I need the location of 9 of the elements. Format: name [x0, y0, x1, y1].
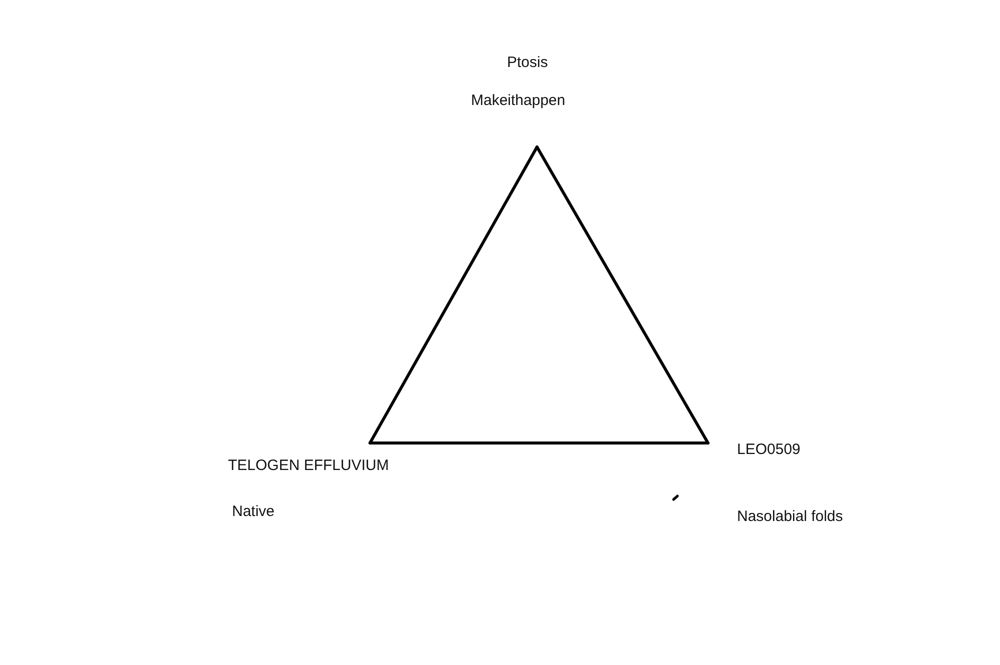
triangle-side — [536, 146, 710, 444]
vertex-label: Native — [232, 503, 275, 521]
vertex-label: TELOGEN EFFLUVIUM — [228, 457, 389, 475]
triangle-side — [368, 442, 710, 444]
vertex-label: LEO0509 — [737, 441, 800, 459]
vertex-label: Nasolabial folds — [737, 508, 843, 526]
vertex-label: Makeithappen — [471, 92, 566, 110]
vertex-label: Ptosis — [507, 54, 548, 72]
triangle-side — [368, 146, 538, 444]
